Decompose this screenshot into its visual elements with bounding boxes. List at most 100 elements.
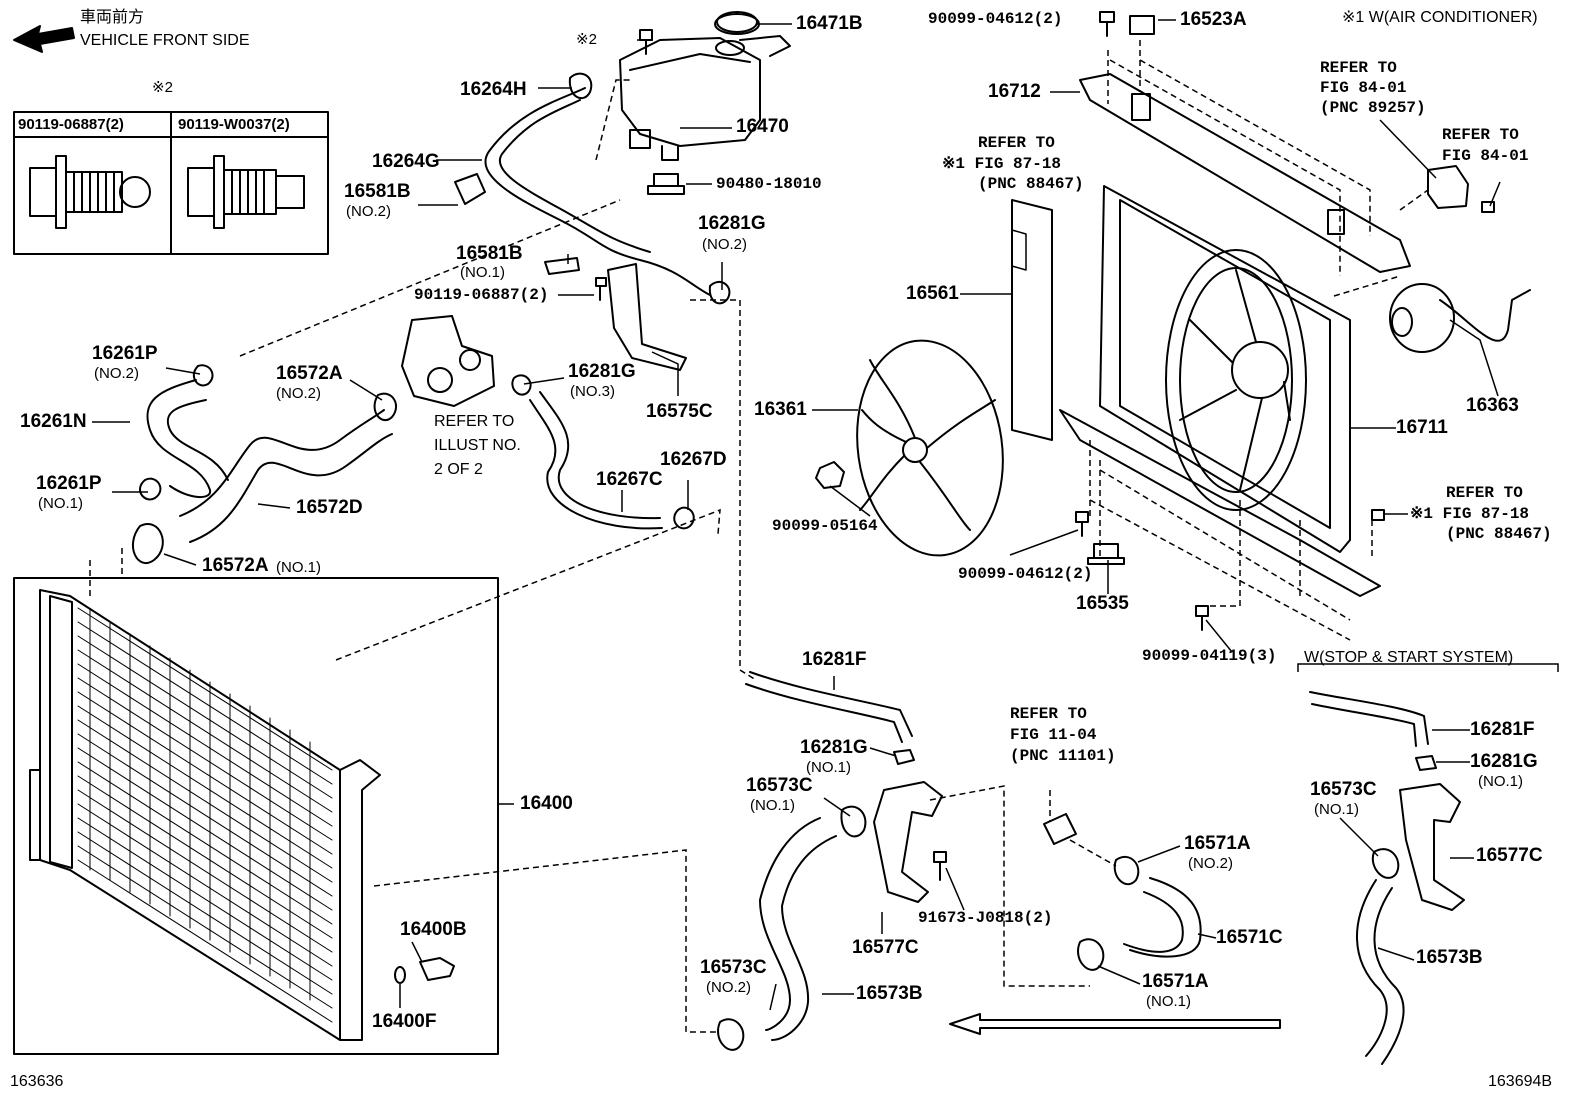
bolt-small-icon — [1371, 509, 1385, 521]
bolt-small-icon — [595, 277, 607, 301]
part-16571C: 16571C — [1216, 927, 1283, 948]
clamp-16573C-no1 — [840, 805, 867, 838]
front-arrow-icon — [13, 25, 75, 53]
part-16572A-no1: 16572A — [202, 555, 269, 576]
hose-16281F — [749, 671, 913, 737]
part-16572D: 16572D — [296, 497, 363, 518]
part-16573B: 16573B — [856, 983, 923, 1004]
nut-90099-05164 — [815, 461, 845, 489]
part-16572A-no2: 16572A — [276, 363, 343, 384]
refer-8401b-line2: FIG 84-01 — [1442, 147, 1529, 165]
bolt-icon — [187, 155, 305, 229]
sub-no3: (NO.3) — [570, 383, 615, 400]
shroud-16711 — [1059, 185, 1381, 597]
inset-right-part: 90119-W0037(2) — [178, 116, 290, 133]
refer-1104-line3: (PNC 11101) — [1010, 747, 1116, 765]
part-16267D: 16267D — [660, 449, 727, 470]
clamp-16261P-no1 — [139, 477, 162, 501]
note-air-conditioner: ※1 W(AIR CONDITIONER) — [1342, 9, 1538, 26]
ss-clamp-16281G — [1415, 755, 1437, 771]
hose-16571C — [1129, 877, 1202, 958]
sub-no2-a: (NO.2) — [346, 203, 391, 220]
sub-no2-d: (NO.2) — [276, 385, 321, 402]
inset-left-part: 90119-06887(2) — [18, 116, 124, 133]
refer-8401b-line1: REFER TO — [1442, 126, 1519, 144]
sub-no2-c: (NO.2) — [94, 365, 139, 382]
ss-part-16281F: 16281F — [1470, 719, 1535, 740]
bushing-16535 — [1087, 543, 1125, 565]
illustration-code-right: 163694B — [1488, 1073, 1553, 1090]
part-16470: 16470 — [736, 116, 789, 137]
refer-8718a-line3: (PNC 88467) — [978, 175, 1084, 193]
hose-16573B — [759, 817, 821, 1031]
refer-8718b-line2: ※1 FIG 87-18 — [1410, 505, 1530, 523]
fan-16361 — [856, 339, 1004, 557]
clamp-16281G-no1 — [893, 749, 915, 765]
clamp-16573C-no2 — [717, 1018, 745, 1051]
part-16261P-no2: 16261P — [92, 343, 158, 364]
bolt-small-icon — [1481, 201, 1495, 213]
part-90099-05164: 90099-05164 — [772, 517, 878, 535]
ss-clamp-16573C — [1371, 848, 1400, 879]
refer-8718a-line2: ※1 FIG 87-18 — [942, 155, 1062, 173]
part-16471B: 16471B — [796, 13, 863, 34]
part-16575C: 16575C — [646, 401, 713, 422]
refer-illust-line2: ILLUST NO. — [434, 437, 521, 454]
part-16581B-no2: 16581B — [344, 181, 411, 202]
part-16281G-no2: 16281G — [698, 213, 766, 234]
ss-part-16577C: 16577C — [1476, 845, 1543, 866]
stop-start-system-note: W(STOP & START SYSTEM) — [1304, 649, 1514, 666]
sub-no2-b: (NO.2) — [702, 236, 747, 253]
hose-16264G — [484, 87, 711, 296]
drain-plug-16400B — [419, 957, 455, 981]
sub-no1-b: (NO.1) — [38, 495, 83, 512]
part-16363: 16363 — [1466, 395, 1519, 416]
sub-no1-d: (NO.1) — [806, 759, 851, 776]
clamp-16571A-no1 — [1077, 938, 1105, 971]
part-16581B-no1: 16581B — [456, 243, 523, 264]
reservoir-tank — [619, 13, 791, 161]
bolt-small-icon — [1099, 11, 1115, 37]
part-16261N: 16261N — [20, 411, 87, 432]
refer-8401a-line3: (PNC 89257) — [1320, 99, 1426, 117]
part-16261P-no1: 16261P — [36, 473, 102, 494]
refer-1104-line2: FIG 11-04 — [1010, 726, 1097, 744]
refer-8718a-line1: REFER TO — [978, 134, 1055, 152]
part-90119-06887: 90119-06887(2) — [414, 286, 549, 304]
bolt-small-icon — [933, 851, 947, 881]
pipe-icon — [1043, 813, 1077, 845]
inset-mark: ※2 — [152, 79, 173, 96]
part-16361: 16361 — [754, 399, 807, 420]
ss-part-16573C: 16573C — [1310, 779, 1377, 800]
vehicle-front-en: VEHICLE FRONT SIDE — [80, 32, 250, 49]
ss-part-16281G: 16281G — [1470, 751, 1538, 772]
part-16281G-no1: 16281G — [800, 737, 868, 758]
part-16400B: 16400B — [400, 919, 467, 940]
motor-16363 — [1389, 283, 1531, 353]
connector-16577C — [873, 781, 943, 903]
part-16535: 16535 — [1076, 593, 1129, 614]
part-16281F: 16281F — [802, 649, 867, 670]
relay-icon — [1427, 165, 1469, 209]
clamp-16281G-no2 — [708, 280, 731, 305]
clamp-16267D — [673, 506, 695, 530]
cushion-16523A — [1129, 15, 1155, 35]
sub-no1-a: (NO.1) — [460, 264, 505, 281]
vehicle-front-jp: 車両前方 — [80, 9, 145, 26]
part-16573C-no2: 16573C — [700, 957, 767, 978]
mark-2: ※2 — [576, 31, 597, 48]
part-16712: 16712 — [988, 81, 1041, 102]
refer-1104-line1: REFER TO — [1010, 705, 1087, 723]
part-90099-04612-top: 90099-04612(2) — [928, 10, 1063, 28]
part-16561: 16561 — [906, 283, 959, 304]
ss-connector-16577C — [1399, 783, 1465, 911]
refer-illust-line1: REFER TO — [434, 413, 515, 430]
bolt-small-icon — [1195, 605, 1209, 631]
bushing-icon — [647, 173, 685, 195]
part-16523A: 16523A — [1180, 9, 1247, 30]
refer-8401a-line1: REFER TO — [1320, 59, 1397, 77]
clamp-16571A-no2 — [1113, 855, 1140, 886]
refer-illust-line3: 2 OF 2 — [434, 461, 483, 478]
water-valve — [401, 315, 495, 407]
